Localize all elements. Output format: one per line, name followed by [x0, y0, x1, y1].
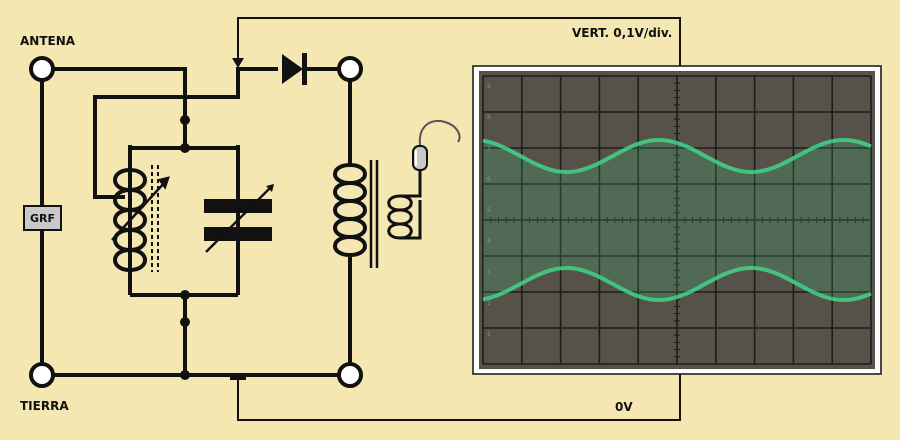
vert-probe-wire [237, 17, 681, 66]
oscilloscope: 9 8 7 6 5 4 3 2 1 [472, 65, 882, 375]
scale-mark: 7 [487, 145, 491, 152]
carrier-band [483, 142, 871, 298]
ground-terminal [29, 362, 55, 388]
grf-generator: GRF [23, 205, 62, 231]
output-top-terminal [337, 56, 363, 82]
terminals [29, 56, 363, 388]
variable-inductor-arrow-icon [111, 176, 170, 241]
scale-mark: 6 [487, 176, 491, 183]
tap-wire [93, 95, 185, 199]
antenna-wire [42, 67, 187, 120]
zero-probe-wire [237, 374, 681, 421]
antenna-label: ANTENA [20, 34, 76, 48]
oscilloscope-grid [482, 75, 872, 365]
oscilloscope-scale-marks: 9 8 7 6 5 4 3 2 1 [487, 83, 491, 338]
variable-capacitor-icon [204, 184, 274, 253]
grf-label: GRF [30, 212, 55, 225]
diode-feed-wire [185, 67, 278, 99]
junction-dot [180, 290, 190, 300]
junction-dot [180, 143, 190, 153]
diode-icon [282, 53, 307, 85]
junction-dot [180, 370, 190, 380]
transformer-secondary-icon [387, 170, 422, 240]
scale-mark: 8 [487, 114, 491, 121]
ground-label: TIERRA [20, 399, 69, 413]
earphone-icon [412, 120, 461, 171]
scale-mark: 2 [487, 300, 491, 307]
am-waveform-trace [482, 137, 872, 303]
scale-mark: 4 [487, 238, 491, 245]
scale-mark: 3 [487, 269, 491, 276]
ground-probe-tab [230, 374, 246, 380]
scale-mark: 5 [487, 207, 491, 214]
wires [40, 67, 352, 377]
vertical-scale-label: VERT. 0,1V/div. [572, 26, 672, 40]
output-bottom-terminal [337, 362, 363, 388]
transformer-primary-icon [333, 163, 367, 262]
scale-mark: 9 [487, 83, 491, 90]
junctions [180, 115, 190, 380]
probe-arrow-icon [232, 58, 244, 68]
antenna-terminal [29, 56, 55, 82]
tank-coil-icon [113, 150, 147, 295]
transformer-core-icon [369, 160, 379, 268]
scale-mark: 1 [487, 331, 491, 338]
ferrite-core-icon [151, 165, 159, 272]
junction-dot [180, 115, 190, 125]
lower-envelope [482, 266, 872, 303]
probe-wires [237, 17, 681, 421]
upper-envelope [482, 137, 872, 174]
junction-dot [180, 317, 190, 327]
zero-volts-label: 0V [615, 400, 633, 414]
